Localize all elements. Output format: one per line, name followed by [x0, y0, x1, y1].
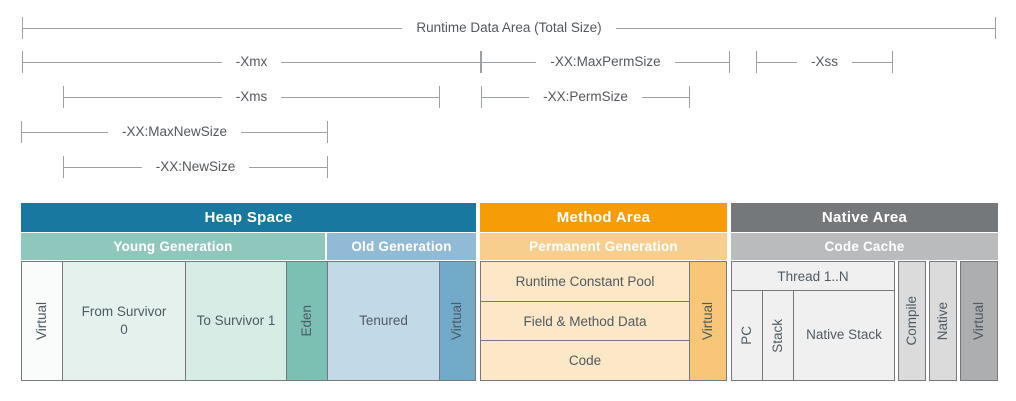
measure-xmx: -Xmx [22, 50, 481, 74]
bracket-tick [22, 17, 23, 39]
bracket-line [615, 27, 995, 29]
young-generation-band: Young Generation [21, 233, 325, 260]
native-label: Native [934, 301, 950, 341]
bracket-tick [22, 51, 23, 73]
method-band-row: Permanent Generation [480, 233, 727, 260]
native-stack-cell: Native Stack [794, 291, 894, 380]
heap-virtual-left-cell: Virtual [22, 262, 63, 380]
eden-cell: Eden [287, 262, 328, 380]
bracket-tick [481, 86, 482, 108]
measure-label-runtime-data-area: Runtime Data Area (Total Size) [416, 20, 602, 36]
measure-label-xmx: -Xmx [235, 54, 268, 70]
bracket-line [482, 61, 537, 63]
section-native-area: Native Area Code Cache Thread 1..N PC St… [731, 203, 998, 381]
bracket-tick [21, 121, 22, 143]
measure-max-perm-size: -XX:MaxPermSize [481, 50, 730, 74]
bracket-line [281, 61, 480, 63]
stack-cell: Stack [763, 291, 794, 380]
bracket-tick [439, 86, 440, 108]
measure-runtime-data-area: Runtime Data Area (Total Size) [22, 16, 996, 40]
pc-cell: PC [732, 291, 763, 380]
thread-row: PC Stack Native Stack [732, 291, 894, 380]
memory-table: Heap Space Young Generation Old Generati… [21, 203, 998, 381]
bracket-tick [63, 156, 64, 178]
measure-label-xms: -Xms [235, 89, 268, 105]
bracket-tick [995, 17, 996, 39]
bracket-line [64, 166, 142, 168]
thread-header: Thread 1..N [732, 262, 894, 291]
bracket-tick [729, 51, 730, 73]
method-virtual-cell: Virtual [689, 262, 726, 380]
bracket-line [23, 61, 222, 63]
bracket-tick [63, 86, 64, 108]
heap-virtual-right-cell: Virtual [440, 262, 475, 380]
native-band-row: Code Cache [731, 233, 998, 260]
bracket-tick [892, 51, 893, 73]
bracket-line [482, 96, 530, 98]
field-method-data-cell: Field & Method Data [481, 301, 689, 342]
measure-xss: -Xss [756, 50, 893, 74]
bracket-line [852, 61, 892, 63]
measure-max-new-size: -XX:MaxNewSize [21, 120, 328, 144]
bracket-tick [689, 86, 690, 108]
method-virtual-label: Virtual [699, 301, 715, 341]
measure-label-new-size: -XX:NewSize [155, 159, 236, 175]
bracket-tick [327, 121, 328, 143]
bracket-line [281, 96, 439, 98]
thread-group: Thread 1..N PC Stack Native Stack [731, 261, 895, 381]
measure-label-xss: -Xss [811, 54, 838, 70]
method-body: Runtime Constant Pool Field & Method Dat… [480, 261, 727, 381]
heap-space-header: Heap Space [21, 203, 476, 232]
code-cache-band: Code Cache [731, 233, 998, 260]
measure-xms: -Xms [63, 85, 440, 109]
heap-band-row: Young Generation Old Generation [21, 233, 476, 260]
stack-label: Stack [769, 318, 785, 353]
measure-label-max-perm-size: -XX:MaxPermSize [550, 54, 661, 70]
compile-label: Compile [903, 296, 919, 346]
runtime-constant-pool-cell: Runtime Constant Pool [481, 262, 689, 302]
native-virtual-cell: Virtual [960, 261, 998, 381]
old-generation-band: Old Generation [327, 233, 476, 260]
native-area-header: Native Area [731, 203, 998, 232]
bracket-line [757, 61, 797, 63]
from-survivor-cell: From Survivor 0 [63, 262, 186, 380]
bracket-line [241, 131, 327, 133]
measure-label-perm-size: -XX:PermSize [543, 89, 628, 105]
permanent-generation-band: Permanent Generation [480, 233, 727, 260]
native-body: Thread 1..N PC Stack Native Stack Compil… [731, 261, 998, 381]
compile-cell: Compile [898, 261, 926, 381]
measure-perm-size: -XX:PermSize [481, 85, 690, 109]
tenured-cell: Tenured [328, 262, 440, 380]
bracket-tick [756, 51, 757, 73]
bracket-line [22, 131, 108, 133]
bracket-line [64, 96, 222, 98]
section-heap-space: Heap Space Young Generation Old Generati… [21, 203, 476, 381]
eden-label: Eden [298, 305, 314, 337]
bracket-line [641, 96, 689, 98]
bracket-tick [481, 51, 482, 73]
section-method-area: Method Area Permanent Generation Runtime… [480, 203, 727, 381]
measure-label-max-new-size: -XX:MaxNewSize [121, 124, 228, 140]
native-cell: Native [929, 261, 957, 381]
measure-new-size: -XX:NewSize [63, 155, 328, 179]
bracket-line [674, 61, 729, 63]
bracket-line [23, 27, 403, 29]
to-survivor-cell: To Survivor 1 [186, 262, 287, 380]
bracket-line [249, 166, 327, 168]
method-area-header: Method Area [480, 203, 727, 232]
pc-label: PC [738, 326, 754, 345]
heap-virtual-left-label: Virtual [33, 301, 49, 341]
bracket-tick [327, 156, 328, 178]
heap-virtual-right-label: Virtual [449, 301, 465, 341]
permanent-generation-column: Runtime Constant Pool Field & Method Dat… [481, 262, 689, 381]
native-virtual-label: Virtual [970, 301, 986, 341]
heap-body: Virtual From Survivor 0 To Survivor 1 Ed… [21, 261, 476, 381]
bracket-tick [480, 51, 481, 73]
code-cell: Code [481, 341, 689, 381]
